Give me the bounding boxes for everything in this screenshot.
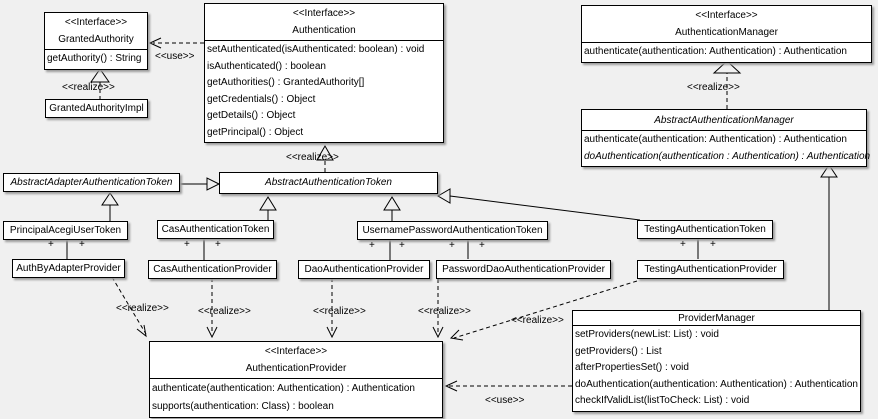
multiplicity-plus: + [79,239,85,250]
realize-label: <<realize>> [511,315,564,326]
class-name: DaoAuthenticationProvider [304,264,424,275]
class-name: AuthenticationProvider [245,363,347,374]
realize-label: <<realize>> [198,306,251,317]
stereotype-label: <<Interface>> [64,17,128,28]
class-name: GrantedAuthorityImpl [49,103,144,114]
class-header: <<Interface>> Authentication [205,4,443,40]
class-name: AuthByAdapterProvider [16,263,121,274]
class-auth-by-adapter-provider: AuthByAdapterProvider [12,259,125,278]
method: supports(authentication: Class) : boolea… [152,401,334,412]
class-name: AuthenticationManager [675,27,778,38]
class-name: UsernamePasswordAuthenticationToken [362,225,543,236]
class-name: CasAuthenticationProvider [153,264,272,275]
method: getCredentials() : Object [207,93,316,105]
use-label: <<use>> [485,395,525,406]
realize-label: <<realize>> [286,152,339,163]
class-name: AbstractAdapterAuthenticationToken [10,177,173,188]
class-name: AbstractAuthenticationManager [654,115,794,126]
multiplicity-plus: + [48,239,54,250]
multiplicity-plus: + [399,240,405,251]
class-authentication-provider: <<Interface>> AuthenticationProvider aut… [149,341,443,418]
realize-label: <<realize>> [116,303,169,314]
method-compartment: authenticate(authentication: Authenticat… [150,378,442,417]
realize-label: <<realize>> [313,306,366,317]
class-name: PasswordDaoAuthenticationProvider [442,264,605,275]
multiplicity-plus: + [479,240,485,251]
class-name: TestingAuthenticationToken [644,224,766,235]
class-name: Authentication [292,25,356,36]
method: afterPropertiesSet() : void [575,362,689,373]
stereotype-label: <<Interface>> [292,8,356,19]
method: authenticate(authentication: Authenticat… [584,134,847,145]
method: authenticate(authentication: Authenticat… [152,383,415,394]
multiplicity-plus: + [680,239,686,250]
class-header: AbstractAuthenticationManager [582,110,866,130]
stereotype-label: <<Interface>> [695,10,758,21]
use-label: <<use>> [155,51,195,62]
class-granted-authority: <<Interface>> GrantedAuthority getAuthor… [44,12,148,70]
method: setProviders(newList: List) : void [575,329,719,340]
method: setAuthenticated(isAuthenticated: boolea… [207,44,425,55]
class-name: PrincipalAcegiUserToken [9,225,122,236]
class-testing-authentication-token: TestingAuthenticationToken [637,220,773,239]
class-principal-acegi-user-token: PrincipalAcegiUserToken [3,221,128,240]
method: isAuthenticated() : boolean [207,60,326,72]
class-provider-manager: ProviderManager setProviders(newList: Li… [572,310,861,412]
association-lines [66,239,699,260]
class-cas-authentication-token: CasAuthenticationToken [157,220,274,239]
class-name: GrantedAuthority [58,34,134,45]
class-dao-authentication-provider: DaoAuthenticationProvider [298,260,430,279]
class-authentication-manager: <<Interface>> AuthenticationManager auth… [581,5,872,63]
method: doAuthentication(authentication: Authent… [575,378,858,390]
class-cas-authentication-provider: CasAuthenticationProvider [148,260,277,279]
method: getDetails() : Object [207,110,296,121]
class-header: <<Interface>> GrantedAuthority [45,13,147,49]
method-compartment: getAuthority() : String [45,49,147,69]
method: getAuthorities() : GrantedAuthority[] [207,77,365,88]
class-testing-authentication-provider: TestingAuthenticationProvider [637,260,784,279]
class-header: <<Interface>> AuthenticationManager [582,6,871,42]
stereotype-label: <<Interface>> [264,346,328,357]
multiplicity-plus: + [369,240,375,251]
method: getPrincipal() : Object [207,126,304,138]
class-abstract-authentication-token: AbstractAuthenticationToken [219,172,438,194]
class-name: CasAuthenticationToken [161,224,270,235]
realize-label: <<realize>> [62,82,115,93]
class-password-dao-authentication-provider: PasswordDaoAuthenticationProvider [436,260,611,279]
method: getAuthority() : String [47,53,142,64]
method-compartment: authenticate(authentication: Authenticat… [582,42,871,62]
class-username-password-authentication-token: UsernamePasswordAuthenticationToken [357,221,548,240]
class-abstract-adapter-authentication-token: AbstractAdapterAuthenticationToken [3,173,180,192]
multiplicity-plus: + [184,239,190,250]
class-name: TestingAuthenticationProvider [644,264,777,275]
method-compartment: authenticate(authentication: Authenticat… [582,130,871,166]
method-compartment: setProviders(newList: List) : void getPr… [573,325,860,411]
multiplicity-plus: + [449,240,455,251]
realize-label: <<realize>> [687,82,740,93]
multiplicity-plus: + [215,239,221,250]
class-name: ProviderManager [678,313,755,324]
method-compartment: setAuthenticated(isAuthenticated: boolea… [205,40,443,142]
class-header: <<Interface>> AuthenticationProvider [150,342,442,378]
realize-label: <<realize>> [418,306,471,317]
method: checkIfValidList(listToCheck: List) : vo… [575,395,750,406]
method: getProviders() : List [575,345,662,357]
class-authentication: <<Interface>> Authentication setAuthenti… [204,3,444,143]
class-abstract-authentication-manager: AbstractAuthenticationManager authentica… [581,109,871,167]
multiplicity-plus: + [710,239,716,250]
class-name: AbstractAuthenticationToken [265,177,392,188]
method: doAuthentication(authentication : Authen… [584,150,871,162]
class-granted-authority-impl: GrantedAuthorityImpl [45,99,148,118]
class-header: ProviderManager [573,311,860,325]
method: authenticate(authentication: Authenticat… [584,46,847,57]
